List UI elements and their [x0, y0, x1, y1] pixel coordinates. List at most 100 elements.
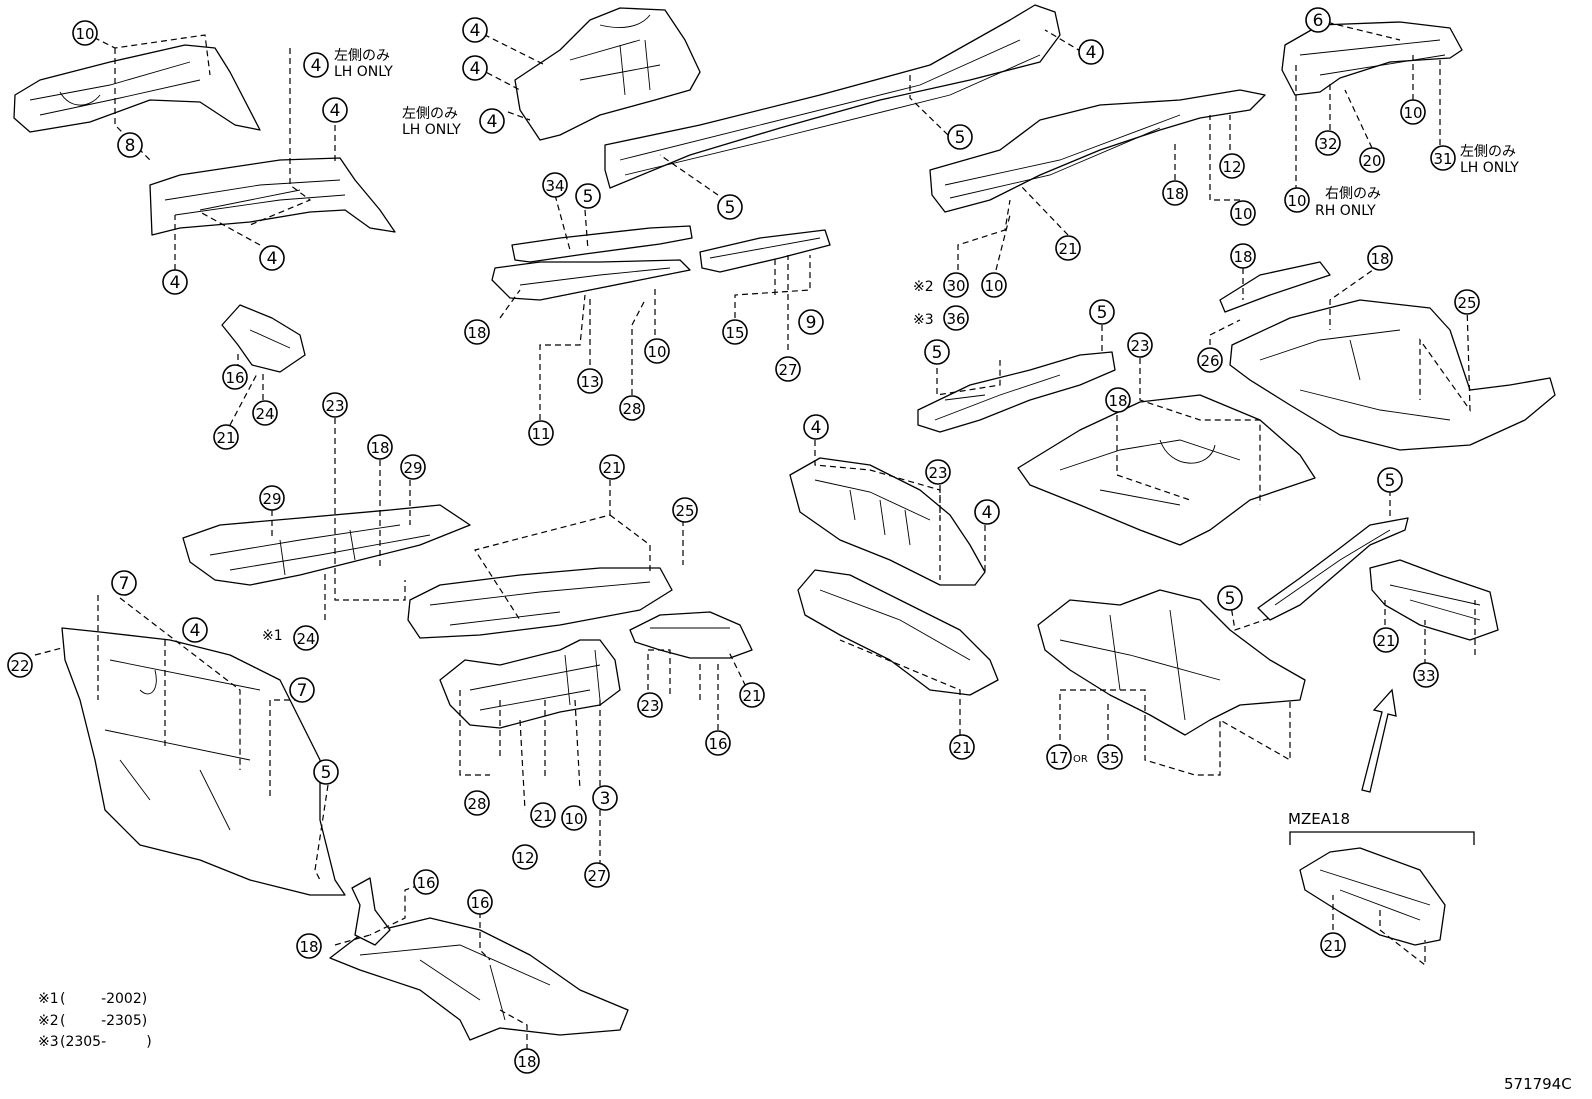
callout-circle [644, 338, 670, 364]
lh-only-en-2: LH ONLY [402, 122, 461, 138]
callout-number: 7 [297, 681, 308, 701]
callout-circle [1089, 299, 1115, 325]
callout-4: 4 [182, 617, 208, 643]
callout-circle [462, 55, 488, 81]
callout-number: 9 [806, 313, 817, 333]
rear-floor-pan [1017, 394, 1316, 546]
callout-number: 29 [403, 459, 422, 477]
callout-18: 18 [1230, 243, 1256, 269]
callout-number: 29 [262, 490, 281, 508]
callout-number: 4 [982, 503, 993, 523]
callout-18: 18 [464, 319, 490, 345]
callout-23: 23 [637, 692, 663, 718]
callout-18: 18 [296, 933, 322, 959]
callout-circle [293, 625, 319, 651]
callout-number: 21 [1058, 240, 1077, 258]
callout-number: 12 [1222, 158, 1241, 176]
callout-5: 5 [1377, 467, 1403, 493]
callout-4: 4 [303, 52, 329, 78]
callout-11: 11 [528, 420, 554, 446]
callout-circle [367, 434, 393, 460]
callout-10: 10 [644, 338, 670, 364]
callout-number: 23 [1130, 337, 1149, 355]
view-arrow [1361, 688, 1397, 793]
callout-circle [943, 272, 969, 298]
callout-circle [803, 414, 829, 440]
callout-29: 29 [259, 485, 285, 511]
callout-number: 18 [467, 324, 486, 342]
callout-17: 17 [1046, 744, 1072, 770]
callout-number: 18 [1165, 185, 1184, 203]
callout-number: 4 [487, 112, 498, 132]
callout-number: 10 [984, 277, 1003, 295]
tunnel-brace-assy [439, 639, 621, 729]
callout-circle [1219, 153, 1245, 179]
callout-10: 10 [1284, 187, 1310, 213]
bracket-small [221, 304, 306, 373]
callout-number: 34 [545, 177, 564, 195]
callout-8: 8 [117, 132, 143, 158]
callout-circle [575, 183, 601, 209]
callout-27: 27 [584, 862, 610, 888]
callout-number: 36 [946, 310, 965, 328]
callout-circle [1320, 932, 1346, 958]
callout-circle [798, 309, 824, 335]
callout-10: 10 [981, 272, 1007, 298]
callout-4: 4 [259, 245, 285, 271]
callout-7: 7 [111, 570, 137, 596]
callout-21: 21 [949, 734, 975, 760]
callout-circle [222, 364, 248, 390]
callout-circle [1127, 332, 1153, 358]
mzea18-detail-part [1299, 847, 1446, 946]
callout-number: 23 [928, 464, 947, 482]
lh-only-en-1: LH ONLY [334, 64, 393, 80]
callout-number: 10 [564, 810, 583, 828]
callout-22: 22 [7, 652, 33, 678]
front-floor-pan-center [407, 567, 673, 639]
callout-circle [1162, 180, 1188, 206]
callout-circle [313, 759, 339, 785]
callout-circle [1413, 662, 1439, 688]
callout-circle [512, 844, 538, 870]
callout-25: 25 [1454, 289, 1480, 315]
callout-number: 18 [517, 1053, 536, 1071]
callout-number: 7 [119, 574, 130, 594]
callout-18: 18 [514, 1048, 540, 1074]
callout-18: 18 [1162, 180, 1188, 206]
floor-side-member [789, 457, 986, 586]
callout-circle [1230, 243, 1256, 269]
callout-number: 21 [1323, 937, 1342, 955]
callout-number: 18 [1108, 392, 1127, 410]
callout-number: 31 [1433, 150, 1452, 168]
callout-number: 12 [515, 849, 534, 867]
callout-circle [584, 862, 610, 888]
callout-number: 30 [946, 277, 965, 295]
callout-circle [672, 497, 698, 523]
callout-21: 21 [1320, 932, 1346, 958]
callout-number: 28 [467, 795, 486, 813]
callout-circle [7, 652, 33, 678]
callout-circle [213, 424, 239, 450]
model-label: MZEA18 [1288, 810, 1350, 828]
callout-10: 10 [561, 805, 587, 831]
callout-4: 4 [462, 17, 488, 43]
callout-number: 27 [778, 361, 797, 379]
floor-side-member-lower [797, 569, 999, 696]
callout-number: 11 [531, 425, 550, 443]
callout-23: 23 [322, 392, 348, 418]
callout-24: 24 [252, 400, 278, 426]
callout-circle [322, 97, 348, 123]
callout-circle [775, 356, 801, 382]
callout-number: 28 [622, 400, 641, 418]
callout-4: 4 [974, 499, 1000, 525]
callout-27: 27 [775, 356, 801, 382]
callout-number: 25 [675, 502, 694, 520]
callout-number: 10 [1403, 104, 1422, 122]
callout-circle [464, 790, 490, 816]
callout-21: 21 [1055, 235, 1081, 261]
callout-7: 7 [289, 677, 315, 703]
callout-circle [296, 933, 322, 959]
callout-number: 21 [1376, 632, 1395, 650]
callout-29: 29 [400, 454, 426, 480]
